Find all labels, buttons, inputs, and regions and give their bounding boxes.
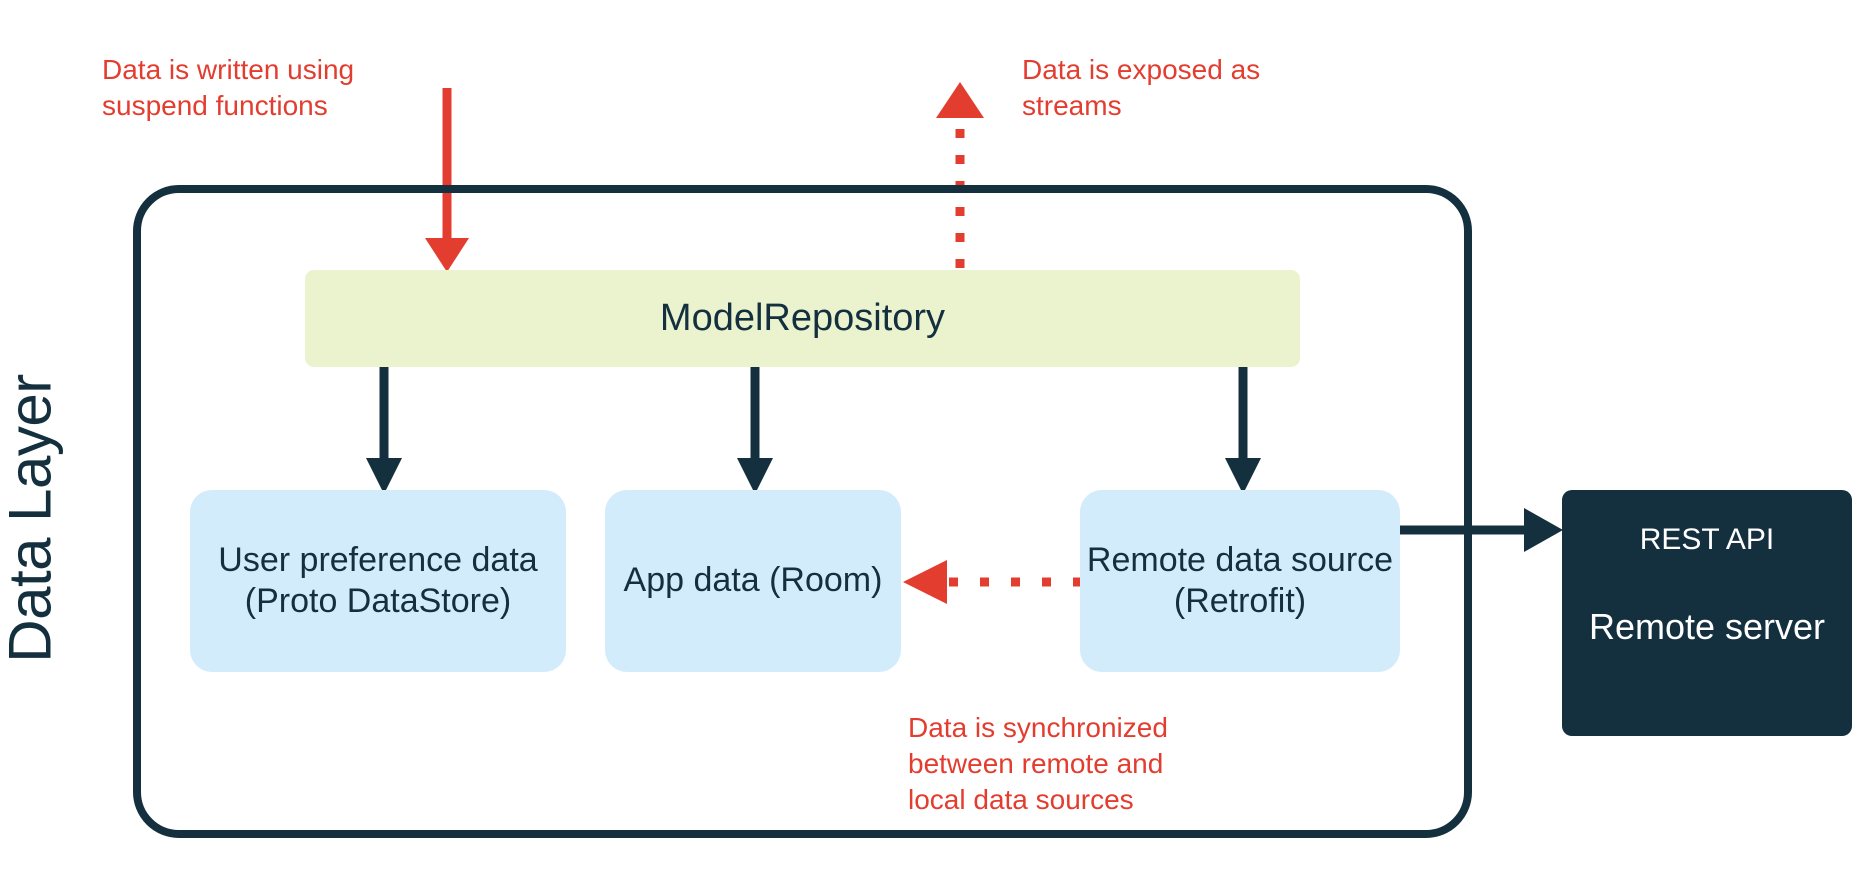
annotation-data-synchronized: Data is synchronized between remote and …: [908, 712, 1168, 815]
rest-api-label: REST API: [1639, 523, 1775, 556]
remote-server-node[interactable]: REST API Remote server: [1562, 490, 1852, 736]
annotation-data-written: Data is written using suspend functions: [102, 54, 355, 121]
data-layer-label: Data Layer: [0, 374, 64, 663]
data-layer-container: [133, 185, 1472, 838]
remote-data-source-node[interactable]: Remote data source (Retrofit): [1080, 490, 1400, 672]
app-data-node[interactable]: App data (Room): [605, 490, 901, 672]
model-repository-node[interactable]: ModelRepository: [305, 270, 1300, 367]
remote-server-label: Remote server: [1588, 605, 1826, 647]
annotation-data-exposed: Data is exposed as streams: [1022, 54, 1261, 121]
user-preference-data-node[interactable]: User preference data (Proto DataStore): [190, 490, 566, 672]
